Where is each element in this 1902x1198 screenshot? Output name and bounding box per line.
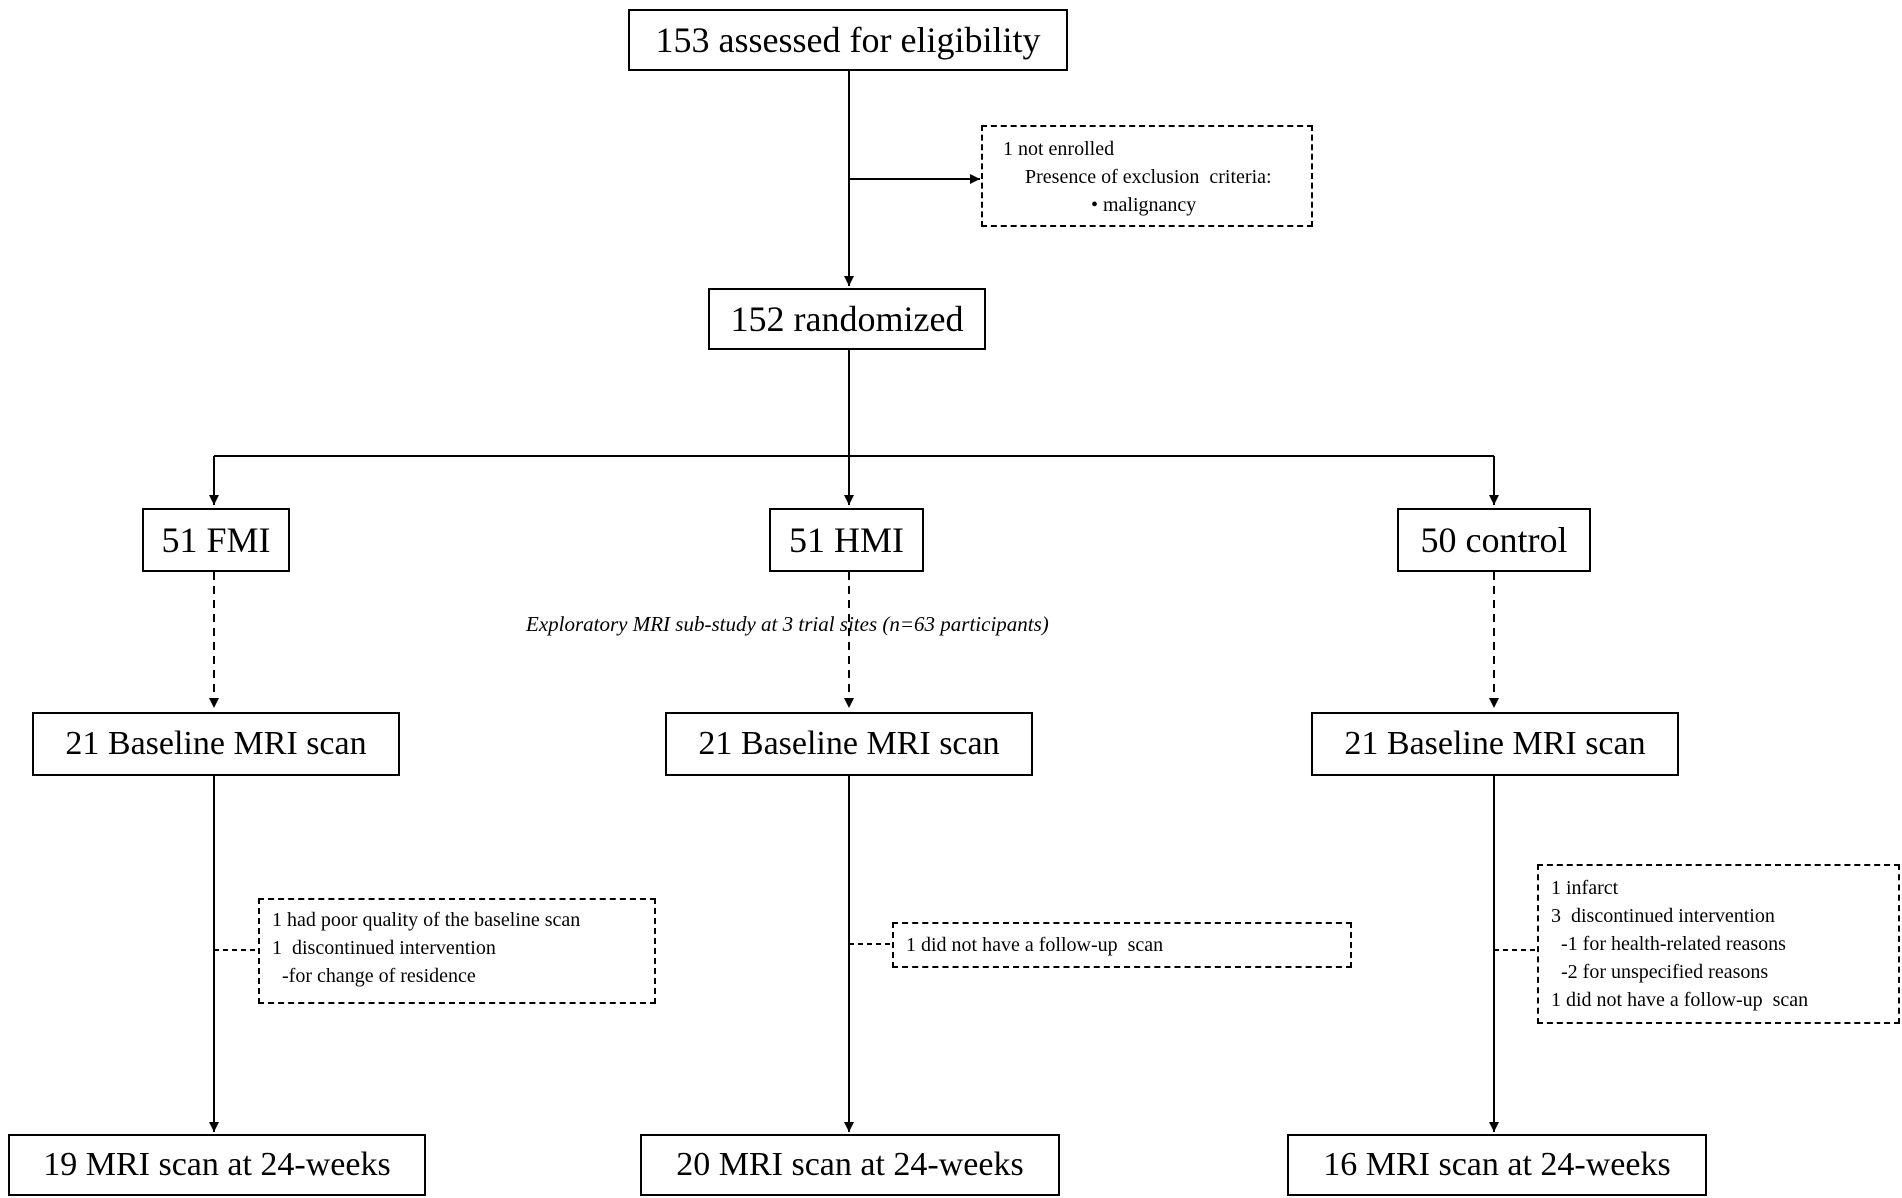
control-exclusion-line: -2 for unspecified reasons bbox=[1551, 961, 1769, 983]
not-enrolled-note: 1 not enrolled Presence of exclusion cri… bbox=[981, 125, 1313, 227]
hmi-followup-box: 20 MRI scan at 24-weeks bbox=[640, 1134, 1060, 1196]
control-arm-box: 50 control bbox=[1397, 508, 1591, 572]
hmi-arm-box: 51 HMI bbox=[769, 508, 924, 572]
control-exclusion-line: -1 for health-related reasons bbox=[1551, 933, 1786, 955]
substudy-caption: Exploratory MRI sub-study at 3 trial sit… bbox=[526, 612, 1049, 636]
fmi-exclusion-line: 1 discontinued intervention bbox=[272, 937, 496, 959]
fmi-exclusion-line: 1 had poor quality of the baseline scan bbox=[272, 909, 581, 931]
control-exclusion-line: 1 did not have a follow-up scan bbox=[1551, 989, 1809, 1011]
control-exclusion-line: 1 infarct bbox=[1551, 877, 1619, 899]
not-enrolled-line: 1 not enrolled bbox=[1003, 138, 1115, 160]
malignancy-line: • malignancy bbox=[1091, 194, 1197, 216]
fmi-followup-box: 19 MRI scan at 24-weeks bbox=[8, 1134, 426, 1196]
randomized-box: 152 randomized bbox=[708, 288, 986, 350]
control-followup-box: 16 MRI scan at 24-weeks bbox=[1287, 1134, 1707, 1196]
fmi-arm-box: 51 FMI bbox=[142, 508, 290, 572]
control-exclusion-note: 1 infarct 3 discontinued intervention -1… bbox=[1537, 864, 1900, 1024]
hmi-exclusion-line: 1 did not have a follow-up scan bbox=[906, 934, 1164, 956]
assessed-box: 153 assessed for eligibility bbox=[628, 9, 1068, 71]
control-exclusion-line: 3 discontinued intervention bbox=[1551, 905, 1775, 927]
fmi-baseline-box: 21 Baseline MRI scan bbox=[32, 712, 400, 776]
exclusion-criteria-line: Presence of exclusion criteria: bbox=[1025, 166, 1272, 188]
hmi-baseline-box: 21 Baseline MRI scan bbox=[665, 712, 1033, 776]
fmi-exclusion-note: 1 had poor quality of the baseline scan … bbox=[258, 898, 656, 1004]
hmi-exclusion-note: 1 did not have a follow-up scan bbox=[892, 922, 1352, 968]
control-baseline-box: 21 Baseline MRI scan bbox=[1311, 712, 1679, 776]
fmi-exclusion-line: -for change of residence bbox=[272, 965, 476, 987]
